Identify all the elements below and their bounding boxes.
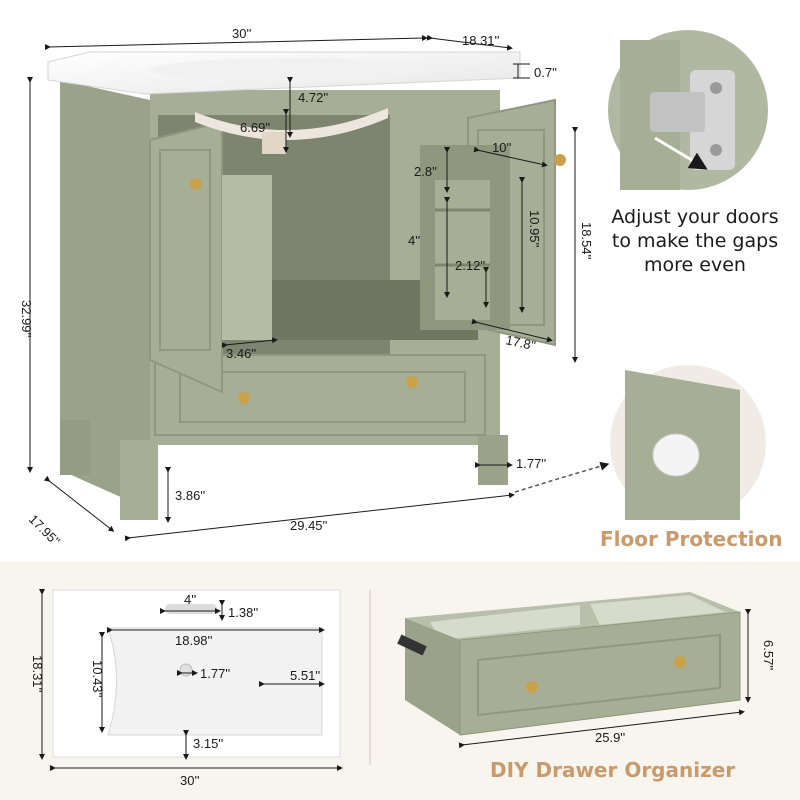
dim-shelf-width: 10'' (492, 140, 511, 155)
dim-total-height: 32.99'' (19, 300, 34, 338)
sink-drain-diameter: 1.77'' (200, 666, 230, 681)
dim-depth-top: 18.31'' (462, 33, 500, 48)
sink-overall-width: 30'' (180, 773, 199, 788)
drawer-organizer-title: DIY Drawer Organizer (490, 758, 736, 782)
dim-shelf-depth: 17.8'' (504, 332, 537, 353)
drawer-width: 25.9'' (595, 730, 625, 745)
dim-leg-width: 1.77'' (516, 456, 546, 471)
dim-door-height: 18.54'' (579, 222, 594, 260)
dim-shelf-middle: 4'' (408, 233, 420, 248)
floor-protection-title: Floor Protection (600, 527, 783, 551)
dim-base-depth: 17.95'' (26, 512, 63, 549)
hinge-detail (608, 30, 768, 190)
sink-overall-depth: 18.31'' (30, 655, 45, 693)
floor-protection-detail (514, 365, 766, 521)
sink-basin-width: 18.98'' (175, 633, 213, 648)
sink-side-margin: 5.51'' (290, 668, 320, 683)
drawer-height: 6.57'' (761, 640, 776, 670)
sink-basin-depth: 10.43'' (90, 660, 105, 698)
dim-base-width: 29.45'' (290, 518, 328, 533)
dimension-lines (27, 34, 578, 542)
cabinet-body (60, 80, 566, 520)
dim-drain-offset: 6.69'' (240, 120, 270, 135)
dim-side-panel: 3.46'' (226, 346, 256, 361)
dim-width: 30'' (232, 26, 251, 41)
drawer-dimension-labels: 25.9'' 6.57'' (595, 640, 776, 745)
sink-faucet-width: 4'' (184, 592, 196, 607)
sink-front-margin: 3.15'' (193, 736, 223, 751)
dim-shelf-upper: 2.8'' (414, 164, 437, 179)
dim-top-thickness: 0.7'' (534, 65, 557, 80)
drawer-dimension-lines (458, 609, 751, 749)
sink-faucet-depth: 1.38'' (228, 605, 258, 620)
dim-shelf-lower: 2.12'' (455, 258, 485, 273)
dim-basin-depth: 4.72'' (298, 90, 328, 105)
sink-top (47, 51, 521, 154)
sink-dimension-labels: 4'' 1.38'' 18.98'' 1.77'' 5.51'' 3.15'' … (30, 592, 320, 788)
dim-leg-height: 3.86'' (175, 488, 205, 503)
sink-dimension-lines (39, 589, 343, 771)
drawer-detail (397, 592, 741, 736)
dim-shelf-height: 10.95'' (527, 210, 542, 248)
hinge-caption: Adjust your doors to make the gaps more … (611, 206, 779, 276)
